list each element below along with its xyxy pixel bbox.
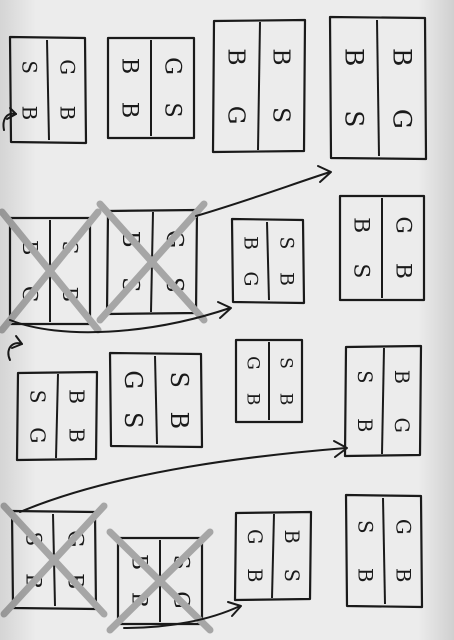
- photo-of-sketch: SBGBBBGSBGBSBSBGBGSBBSGSBGSBBSGBSGBBGSSB…: [0, 0, 454, 640]
- photo-vignette: [0, 0, 454, 640]
